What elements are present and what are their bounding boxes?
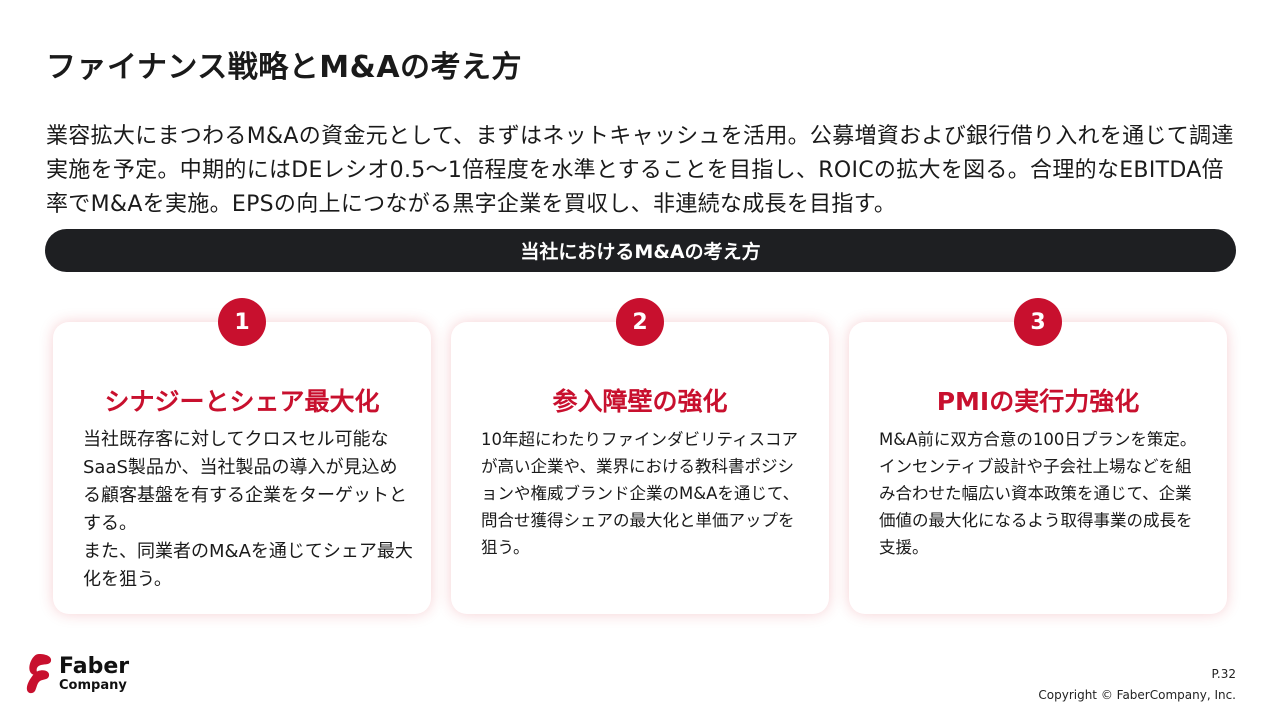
intro-paragraph: 業容拡大にまつわるM&Aの資金元として、まずはネットキャッシュを活用。公募増資お… bbox=[46, 124, 1234, 217]
card-synergy: 1 シナジーとシェア最大化 当社既存客に対してクロスセル可能なSaaS製品か、当… bbox=[53, 298, 431, 614]
card-body-text: また、同業者のM&Aを通じてシェア最大化を狙う。 bbox=[83, 541, 413, 590]
faber-company-logo: Faber Company bbox=[25, 652, 129, 696]
number-badge: 2 bbox=[616, 298, 664, 346]
card-body: M&A前に双方合意の100日プランを策定。インセンティブ設計や子会社上場などを組… bbox=[879, 426, 1204, 561]
card-body: 10年超にわたりファインダビリティスコアが高い企業や、業界における教科書ポジショ… bbox=[481, 426, 806, 561]
card-title: シナジーとシェア最大化 bbox=[104, 387, 380, 416]
card-pmi: 3 PMIの実行力強化 M&A前に双方合意の100日プランを策定。インセンティブ… bbox=[849, 298, 1227, 614]
card-body-text: M&A前に双方合意の100日プランを策定。インセンティブ設計や子会社上場などを組… bbox=[879, 430, 1197, 557]
card-entry-barrier: 2 参入障壁の強化 10年超にわたりファインダビリティスコアが高い企業や、業界に… bbox=[451, 298, 829, 614]
copyright-notice: Copyright © FaberCompany, Inc. bbox=[1038, 688, 1236, 702]
card-title: 参入障壁の強化 bbox=[552, 387, 728, 416]
section-banner-label: 当社におけるM&Aの考え方 bbox=[520, 241, 761, 263]
page-number: P.32 bbox=[1211, 667, 1236, 681]
logo-subtext: Company bbox=[59, 678, 127, 693]
card-title: PMIの実行力強化 bbox=[936, 387, 1140, 416]
card-body-text: 当社既存客に対してクロスセル可能なSaaS製品か、当社製品の導入が見込める顧客基… bbox=[83, 429, 407, 534]
card-body-text: 10年超にわたりファインダビリティスコアが高い企業や、業界における教科書ポジショ… bbox=[481, 430, 800, 557]
number-badge: 1 bbox=[218, 298, 266, 346]
logo-wordmark: Faber bbox=[59, 654, 130, 679]
page-title: ファイナンス戦略とM&Aの考え方 bbox=[46, 50, 523, 85]
number-badge: 3 bbox=[1014, 298, 1062, 346]
section-banner: 当社におけるM&Aの考え方 bbox=[45, 229, 1236, 272]
faber-logo-icon bbox=[26, 654, 52, 694]
card-body: 当社既存客に対してクロスセル可能なSaaS製品か、当社製品の導入が見込める顧客基… bbox=[83, 426, 413, 594]
